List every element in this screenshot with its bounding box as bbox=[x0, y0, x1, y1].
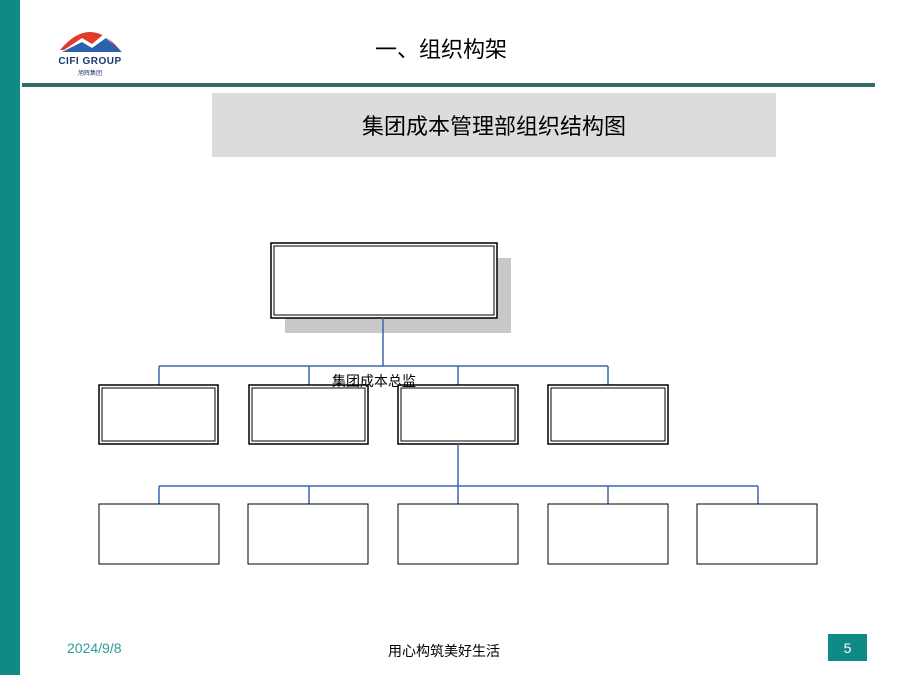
logo-subtitle: 旭辉集团 bbox=[77, 70, 102, 77]
org-box-l2-3 bbox=[397, 503, 519, 565]
org-box-l1-3-inner bbox=[400, 387, 516, 442]
chart-title: 集团成本管理部组织结构图 bbox=[361, 115, 626, 140]
slide-title: 一、组织构架 bbox=[375, 38, 508, 63]
org-box-l2-4 bbox=[547, 503, 669, 565]
page-number-text: 5 bbox=[843, 639, 852, 656]
org-box-l1-4 bbox=[547, 384, 669, 445]
left-accent-bar bbox=[0, 0, 20, 675]
chart-title-banner: 集团成本管理部组织结构图 bbox=[212, 93, 776, 157]
page-number: 5 bbox=[828, 634, 867, 661]
org-box-l2-5 bbox=[696, 503, 818, 565]
org-box-l2-2 bbox=[247, 503, 369, 565]
org-box-l1-2-inner bbox=[251, 387, 366, 442]
logo-wordmark: CIFI GROUP bbox=[58, 56, 122, 67]
header-divider bbox=[22, 83, 875, 87]
director-label: 集团成本总监 bbox=[332, 374, 416, 390]
company-logo: CIFI GROUP 旭辉集团 bbox=[48, 20, 132, 77]
footer-date: 2024/9/8 bbox=[67, 640, 122, 656]
logo-mountain-icon bbox=[60, 32, 122, 52]
org-box-director-inner bbox=[273, 245, 495, 316]
org-box-l1-3 bbox=[397, 384, 519, 445]
footer-slogan: 用心构筑美好生活 bbox=[388, 644, 500, 660]
org-box-l1-1-inner bbox=[101, 387, 216, 442]
org-box-l1-4-inner bbox=[550, 387, 666, 442]
org-box-l2-1 bbox=[98, 503, 220, 565]
org-box-director bbox=[270, 242, 498, 319]
org-box-l1-2 bbox=[248, 384, 369, 445]
org-box-l1-1 bbox=[98, 384, 219, 445]
